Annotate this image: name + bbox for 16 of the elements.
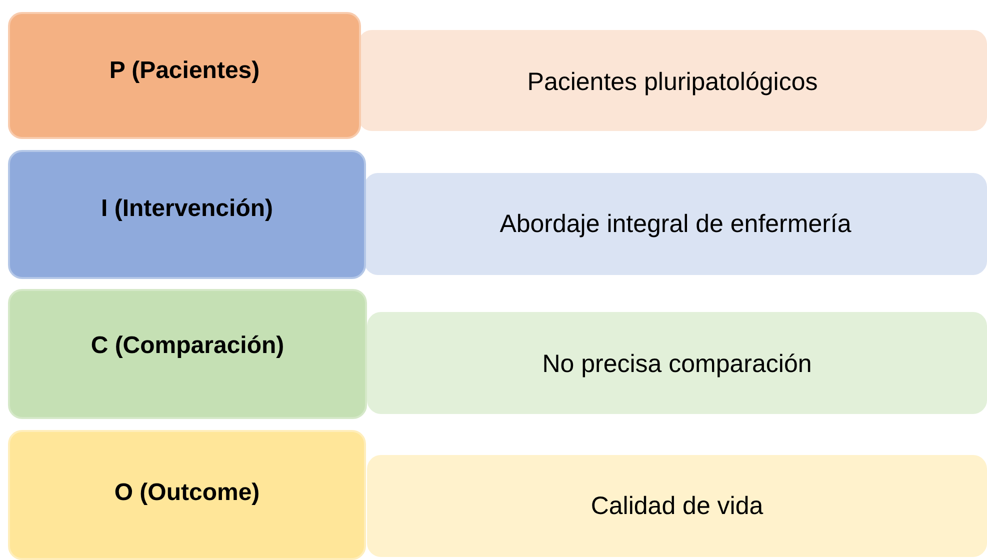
content-box — [367, 312, 987, 414]
category-box — [8, 430, 366, 560]
content-box — [364, 173, 987, 275]
category-label: P (Pacientes) — [108, 56, 261, 86]
category-box — [8, 12, 361, 139]
category-label: C (Comparación) — [90, 331, 286, 361]
content-box — [367, 455, 987, 557]
category-box — [8, 289, 367, 419]
content-text: Abordaje integral de enfermería — [498, 209, 852, 239]
content-box — [358, 30, 987, 131]
category-box — [8, 150, 366, 279]
content-text: Pacientes pluripatológicos — [526, 67, 819, 97]
category-label: I (Intervención) — [100, 194, 274, 224]
content-text: No precisa comparación — [541, 349, 813, 379]
category-label: O (Outcome) — [113, 478, 261, 508]
content-text: Calidad de vida — [590, 491, 764, 521]
